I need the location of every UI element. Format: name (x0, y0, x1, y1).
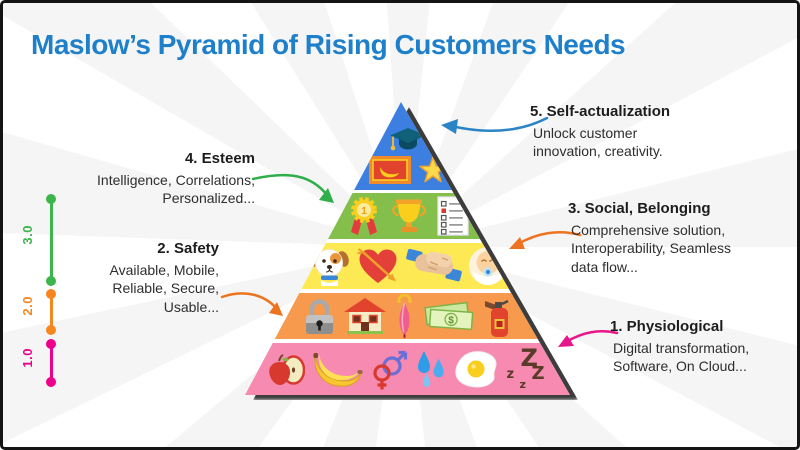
timeline-line (49, 344, 53, 382)
zzz-glyph: z (506, 367, 515, 382)
annotation-heading: 3. Social, Belonging (568, 200, 711, 217)
timeline-label-2-0: 2.0 (20, 296, 35, 316)
timeline-label-1-0: 1.0 (20, 348, 35, 368)
annotation-heading: 5. Self-actualization (530, 103, 671, 120)
timeline-dot (46, 325, 56, 335)
pyramid-tier-physiological: Z z Z z (245, 343, 570, 395)
trophy-icon (391, 199, 426, 232)
umbrella-icon (397, 294, 412, 338)
social-arrow-icon (509, 230, 582, 249)
timeline-label-3-0: 3.0 (20, 225, 35, 245)
graduation-cap-icon (389, 128, 426, 151)
timeline-dot (46, 276, 56, 286)
timeline-line (49, 199, 53, 281)
money-icon: $ (424, 301, 474, 331)
safety-arrow-icon (220, 292, 283, 316)
sleep-zzz-icon: Z z Z z (505, 346, 549, 392)
padlock-icon (306, 299, 333, 334)
house-icon (344, 298, 386, 334)
annotation-heading: 2. Safety (157, 240, 219, 257)
medal-rank-label: 1 (361, 205, 367, 217)
page-title: Maslow’s Pyramid of Rising Customers Nee… (31, 29, 626, 60)
water-drops-icon (417, 351, 444, 387)
medal-icon: 1 (350, 197, 377, 235)
fried-egg-icon (454, 351, 497, 388)
zzz-glyph: Z (531, 363, 545, 384)
annotation-heading: 1. Physiological (610, 318, 724, 335)
esteem-arrow-icon (251, 173, 334, 203)
zzz-glyph: Z (520, 344, 538, 372)
annotation-esteem: 4. Esteem Intelligence, Correlations, Pe… (51, 150, 255, 208)
self-actualization-arrow-icon (441, 116, 549, 134)
annotation-self-actualization: 5. Self-actualization Unlock customer in… (530, 103, 780, 161)
framed-picture-icon (369, 156, 411, 184)
dollar-sign-label: $ (448, 314, 455, 326)
zzz-glyph: z (519, 378, 526, 391)
pyramid-tier-safety: $ (245, 293, 570, 339)
annotation-body: Unlock customer innovation, creativity. (533, 125, 663, 160)
physiological-arrow-icon (558, 330, 619, 347)
annotation-social-belonging: 3. Social, Belonging Comprehensive solut… (568, 200, 797, 276)
timeline-line (49, 294, 53, 330)
apple-icon (268, 354, 305, 385)
handshake-icon (405, 249, 462, 282)
annotation-heading: 4. Esteem (184, 150, 255, 167)
annotation-safety: 2. Safety Available, Mobile, Reliable, S… (69, 240, 219, 316)
timeline-dot (46, 377, 56, 387)
bananas-icon (313, 353, 362, 387)
heart-with-arrow-icon (356, 248, 396, 283)
annotation-body: Intelligence, Correlations, Personalized… (97, 172, 255, 207)
annotation-body: Comprehensive solution, Interoperability… (571, 222, 732, 275)
annotation-body: Available, Mobile, Reliable, Secure, Usa… (109, 262, 219, 315)
fire-extinguisher-icon (485, 299, 509, 337)
gender-symbols-icon (372, 350, 407, 390)
annotation-body: Digital transformation, Software, On Clo… (613, 340, 750, 375)
annotation-physiological: 1. Physiological Digital transformation,… (610, 318, 797, 376)
